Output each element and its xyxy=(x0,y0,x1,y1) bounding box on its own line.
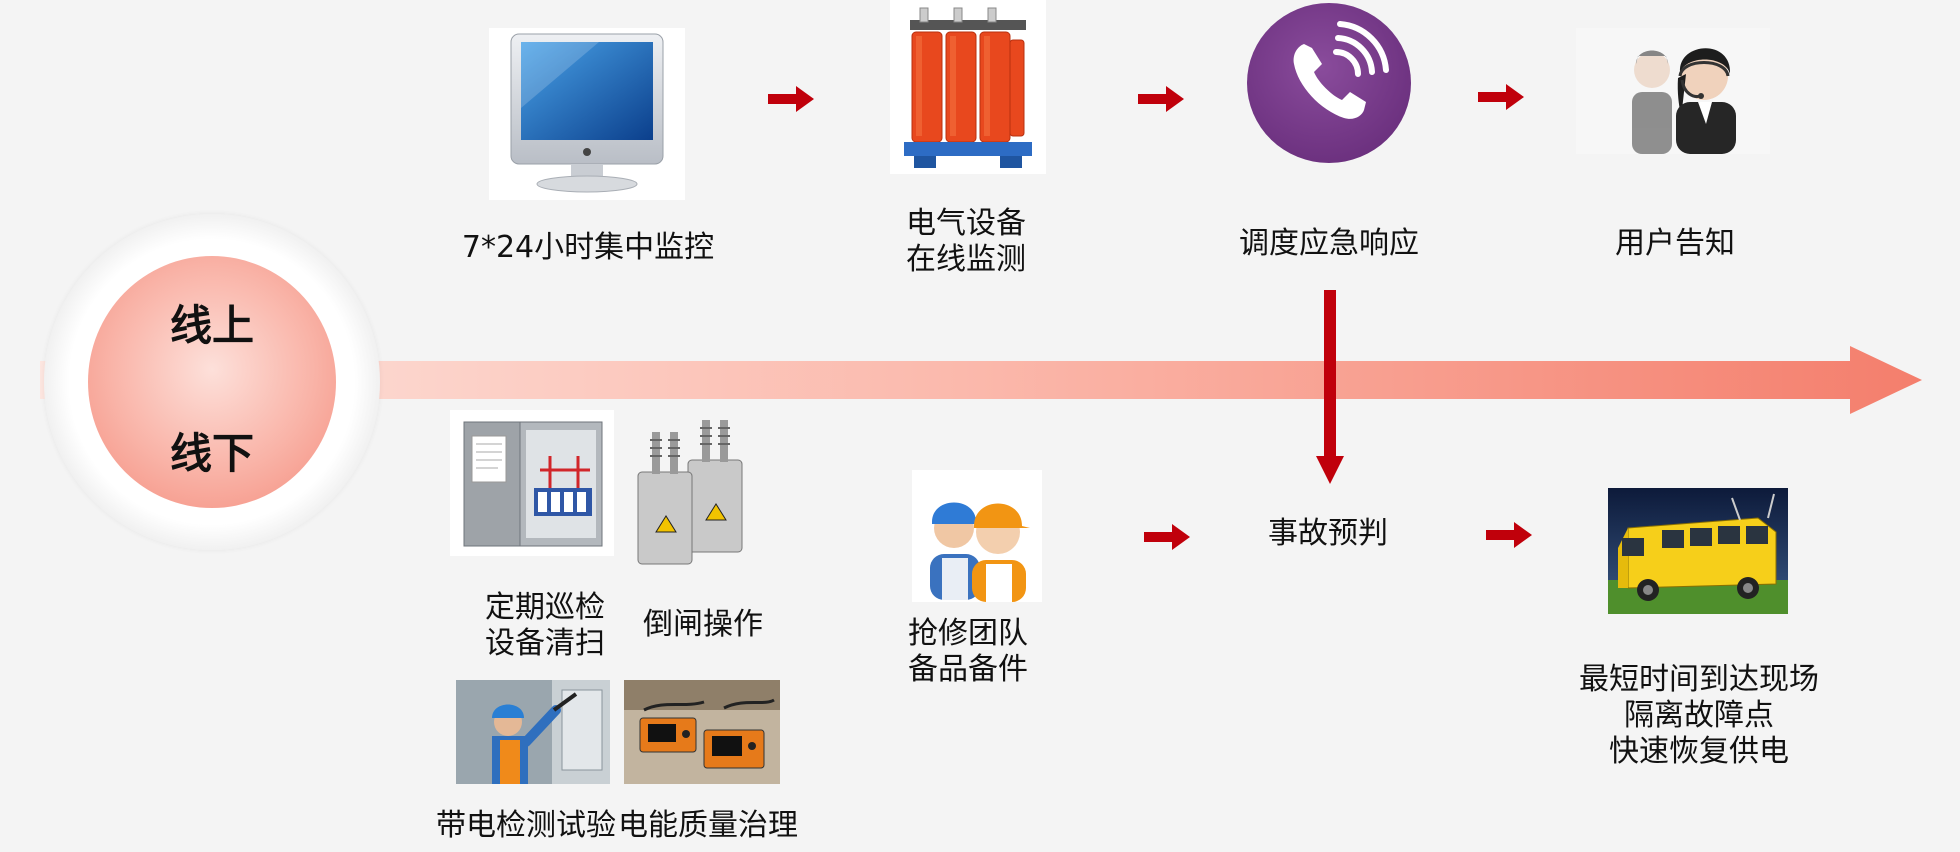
online-offline-disc xyxy=(88,256,336,508)
step-user-notification: 用户告知 xyxy=(1615,226,1735,261)
flow-arrow xyxy=(1478,84,1524,110)
offline-label: 线下 xyxy=(169,429,254,478)
timeline-arrow xyxy=(40,346,1922,414)
test-instrument-photo xyxy=(624,680,780,784)
flow-arrow xyxy=(768,86,814,112)
task-live-testing: 带电检测试验 xyxy=(436,808,616,843)
repair-team-icon xyxy=(912,470,1042,602)
step-central-monitoring: 7*24小时集中监控 xyxy=(461,230,715,265)
repair-team-spares: 抢修团队 备品备件 xyxy=(908,616,1028,687)
call-center-icon xyxy=(1576,28,1770,154)
transformer-icon xyxy=(890,0,1046,174)
task-inspection-cleaning: 定期巡检 设备清扫 xyxy=(485,590,605,661)
phone-icon xyxy=(1246,2,1412,164)
repair-truck-icon xyxy=(1608,488,1788,614)
dispatch-to-prediction-arrow xyxy=(1316,290,1344,484)
worker-photo xyxy=(456,680,610,784)
electrical-cabinet-icon xyxy=(450,410,614,556)
online-label: 线上 xyxy=(169,301,254,350)
rapid-response-result: 最短时间到达现场 隔离故障点 快速恢复供电 xyxy=(1579,662,1819,769)
step-dispatch-response: 调度应急响应 xyxy=(1239,226,1419,261)
flow-arrow xyxy=(1144,524,1190,550)
flow-arrow xyxy=(1486,522,1532,548)
task-power-quality: 电能质量治理 xyxy=(618,808,798,843)
accident-prediction: 事故预判 xyxy=(1268,516,1388,551)
task-switching-operation: 倒闸操作 xyxy=(643,607,763,642)
high-voltage-switch-icon xyxy=(630,420,760,570)
step-online-detection: 电气设备 在线监测 xyxy=(906,206,1026,277)
monitor-icon xyxy=(489,28,685,200)
flow-arrow xyxy=(1138,86,1184,112)
